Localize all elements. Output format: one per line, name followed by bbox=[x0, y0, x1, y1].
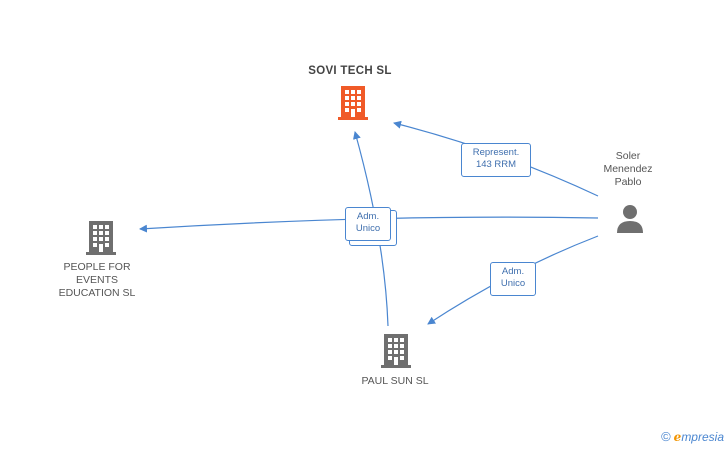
edge-label-line: Adm. bbox=[501, 266, 525, 277]
brand-wordmark: mpresia bbox=[681, 429, 724, 444]
edge-label-represent: Represent. 143 RRM bbox=[461, 143, 531, 177]
building-icon bbox=[338, 86, 368, 120]
edge-label-line: Adm. bbox=[356, 211, 380, 222]
person-icon bbox=[617, 205, 643, 233]
node-label-person: Soler Menendez Pablo bbox=[603, 150, 653, 188]
brand-logo-letter: e bbox=[673, 429, 682, 444]
brand-name: empresia bbox=[674, 430, 724, 444]
building-icon bbox=[86, 221, 116, 255]
node-label-paulsun: PAUL SUN SL bbox=[361, 375, 429, 387]
building-icon bbox=[381, 334, 411, 368]
edge-label-adm-center: Adm. Unico bbox=[345, 207, 391, 241]
copyright-symbol: © bbox=[661, 429, 671, 444]
edge-label-line: Unico bbox=[355, 223, 381, 234]
edge-label-line: 143 RRM bbox=[475, 159, 517, 170]
edge-label-line: Represent. bbox=[472, 147, 520, 158]
node-label-sovitech: SOVI TECH SL bbox=[308, 65, 392, 77]
empresia-brand[interactable]: © empresia bbox=[661, 429, 724, 444]
edge-label-line: Unico bbox=[500, 278, 526, 289]
node-label-people: PEOPLE FOR EVENTS EDUCATION SL bbox=[58, 261, 136, 299]
edge-label-adm-paul: Adm. Unico bbox=[490, 262, 536, 296]
